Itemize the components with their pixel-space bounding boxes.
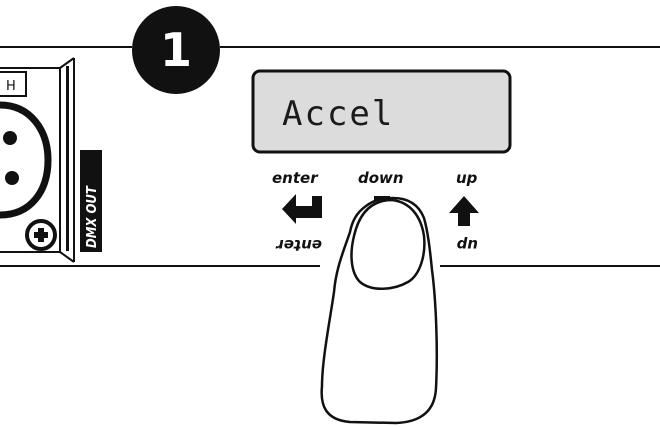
lcd-text: Accel (282, 94, 394, 134)
enter-label: enter (272, 169, 319, 187)
up-label: up (456, 169, 478, 187)
dmx-out-tag: DMX OUT (80, 150, 102, 252)
enter-label-inverted: enter (275, 236, 322, 254)
up-label-inverted: up (456, 236, 478, 254)
down-label: down (358, 169, 404, 187)
up-arrow-icon (449, 196, 479, 226)
up-button[interactable]: up up (449, 169, 479, 254)
finger-illustration (320, 196, 439, 425)
lcd-display: Accel (251, 69, 512, 154)
dmx-connector: H (0, 57, 75, 263)
enter-arrow-icon (282, 194, 322, 224)
dmx-out-label: DMX OUT (85, 185, 100, 248)
device-panel (0, 46, 660, 267)
jack-pin (3, 131, 17, 145)
enter-button[interactable]: enter enter (272, 169, 322, 254)
jack-partial-label: H (6, 79, 16, 94)
step-badge: 1 (132, 6, 220, 94)
jack-pin (5, 171, 19, 185)
step-number: 1 (160, 23, 192, 77)
